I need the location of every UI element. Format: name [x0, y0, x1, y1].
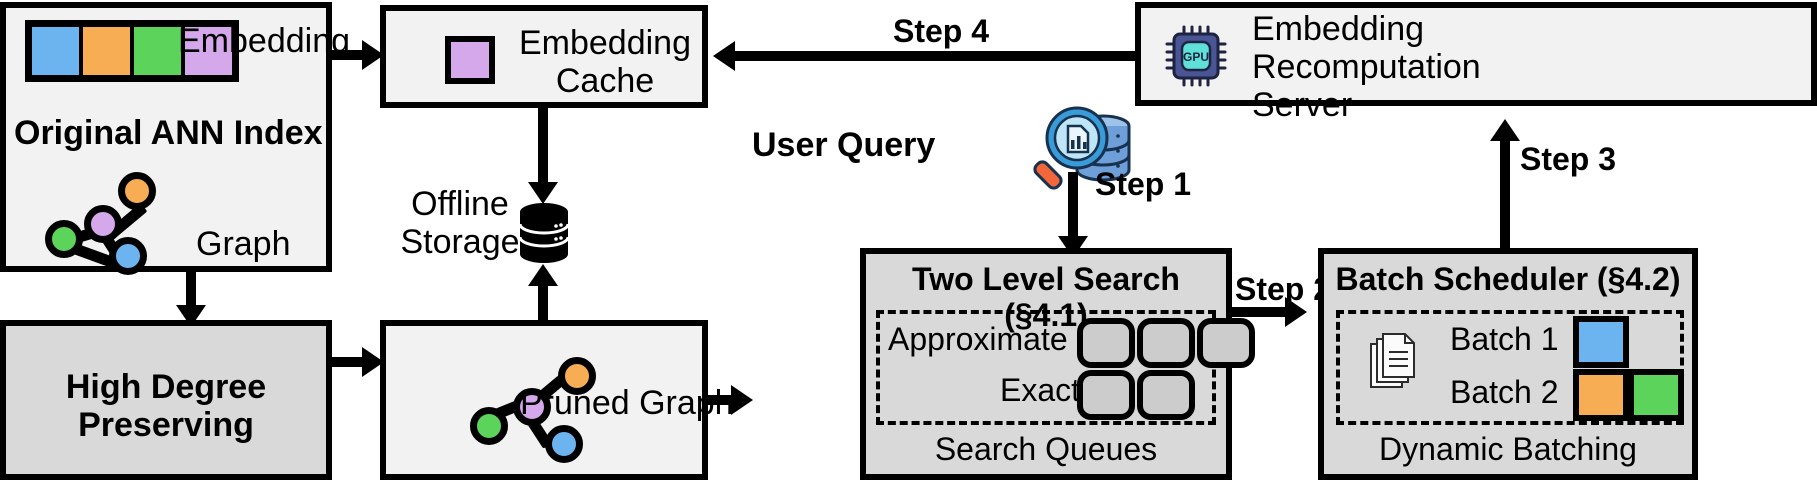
arrow-pruned-to-storage-head — [528, 264, 558, 286]
arrow-index-to-cache-head — [362, 40, 384, 70]
arrow-index-to-pruning-shaft — [186, 272, 196, 310]
embedding-cell-orange — [83, 27, 134, 75]
dynamic-batching-group — [1336, 310, 1684, 425]
approximate-slots — [1077, 318, 1255, 368]
exact-label: Exact — [1000, 372, 1081, 408]
database-icon — [518, 202, 570, 264]
arrow-index-to-cache-shaft — [332, 50, 368, 60]
step-1-label: Step 1 — [1095, 166, 1192, 202]
pruned-graph-label: Pruned Graph — [520, 384, 734, 422]
search-queues-footer: Search Queues — [934, 431, 1158, 467]
pruned-node-purple — [513, 388, 551, 426]
recomputation-server-title: Embedding Recomputation Server — [1252, 10, 1481, 125]
arrow-cache-to-storage-shaft — [538, 108, 548, 186]
dynamic-batching-footer: Dynamic Batching — [1379, 431, 1637, 467]
original-ann-index-title: Original ANN Index — [14, 114, 323, 152]
graph-node-blue — [109, 237, 147, 275]
graph-pruning-box — [0, 320, 332, 480]
batch-2-swatch-orange — [1573, 369, 1629, 421]
batch-scheduler-title: Batch Scheduler (§4.2) — [1335, 261, 1681, 297]
approximate-slot-2 — [1137, 318, 1195, 368]
exact-slot-1 — [1077, 370, 1135, 420]
arrow-step4-head — [713, 41, 735, 71]
arrow-step2-head — [1285, 297, 1307, 327]
arrow-pruning-to-pruned-shaft — [332, 357, 368, 367]
arrow-pruned-to-search-shaft — [708, 395, 738, 405]
batch-1-swatch-blue — [1573, 316, 1629, 368]
batch-2-label: Batch 2 — [1450, 374, 1559, 410]
arrow-step3-shaft — [1500, 140, 1510, 248]
embedding-cell-green — [134, 27, 185, 75]
two-level-search-title: Two Level Search (§4.1) — [912, 261, 1180, 333]
arrow-pruned-to-search-head — [731, 385, 753, 415]
arrow-step1-shaft — [1068, 172, 1078, 240]
approximate-slot-3 — [1197, 318, 1255, 368]
search-database-icon — [1033, 98, 1143, 198]
embedding-label: Embedding — [178, 22, 351, 60]
embedding-cell-purple — [185, 27, 232, 75]
graph-node-purple — [84, 205, 122, 243]
arrow-pruning-to-pruned-head — [362, 347, 384, 377]
approximate-slot-1 — [1077, 318, 1135, 368]
step-2-label: Step 2 — [1235, 271, 1332, 307]
gpu-chip-icon: GPU — [1165, 25, 1227, 87]
step-3-label: Step 3 — [1520, 141, 1617, 177]
graph-pruning-line1: High Degree Preserving — [65, 368, 267, 445]
arrow-step2-shaft — [1232, 307, 1292, 317]
svg-text:GPU: GPU — [1183, 50, 1209, 64]
pruned-node-orange — [558, 357, 596, 395]
batch-1-label: Batch 1 — [1450, 321, 1559, 357]
embedding-strip — [25, 20, 239, 82]
user-query-label: User Query — [752, 126, 936, 164]
recomputation-server-box — [1135, 2, 1817, 106]
exact-slot-2 — [1137, 370, 1195, 420]
graph-node-green — [45, 220, 83, 258]
exact-slots — [1077, 370, 1195, 420]
graph-label: Graph — [196, 225, 291, 263]
offline-storage-label: Offline Storage — [400, 185, 520, 262]
embedding-cell-blue — [32, 27, 83, 75]
arrow-step3-head — [1490, 119, 1520, 141]
pruned-node-green — [470, 407, 508, 445]
embedding-cache-swatch — [445, 36, 495, 84]
arrow-pruned-to-storage-shaft — [538, 285, 548, 325]
arrow-cache-to-storage-head — [528, 182, 558, 204]
batch-2-swatch-green — [1628, 369, 1684, 421]
pruned-node-blue — [545, 425, 583, 463]
approximate-label: Approximate — [888, 321, 1068, 357]
arrow-step4-shaft — [735, 51, 1135, 61]
graph-node-orange — [118, 172, 156, 210]
graph-pruning-title: High Degree Preserving Graph Pruning (§5… — [6, 330, 326, 481]
embedding-cache-box — [380, 5, 708, 108]
embedding-cache-title: Embedding Cache — [518, 24, 691, 101]
documents-icon — [1368, 332, 1420, 394]
step-4-label: Step 4 — [893, 13, 990, 49]
